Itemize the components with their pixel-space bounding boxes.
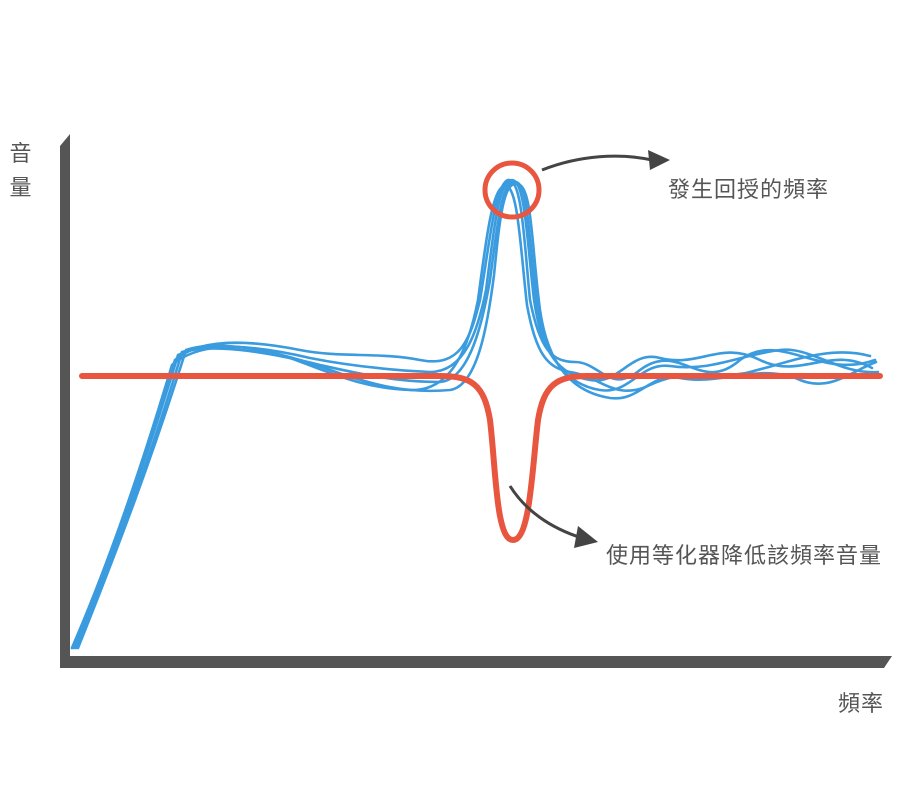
- y-axis-label: 音 量: [8, 138, 34, 206]
- axes: [60, 134, 892, 668]
- response-curves: [70, 178, 880, 650]
- y-axis-label-char-2: 量: [9, 176, 33, 201]
- x-axis-label: 頻率: [838, 692, 885, 717]
- eq-curve: [79, 373, 883, 544]
- arrow-head-1: [648, 150, 670, 170]
- x-axis: [60, 656, 892, 668]
- feedback-frequency-annotation: 發生回授的頻率: [668, 178, 830, 203]
- arrow-to-eq-label: [508, 485, 583, 540]
- y-axis: [60, 134, 70, 666]
- arrow-head-2: [574, 526, 598, 548]
- arrow-to-feedback-label: [541, 154, 653, 172]
- feedback-highlight-circle: [482, 160, 542, 220]
- annotation-arrows: [508, 150, 670, 548]
- eq-reduce-annotation: 使用等化器降低該頻率音量: [606, 544, 883, 569]
- y-axis-label-char-1: 音: [9, 142, 33, 167]
